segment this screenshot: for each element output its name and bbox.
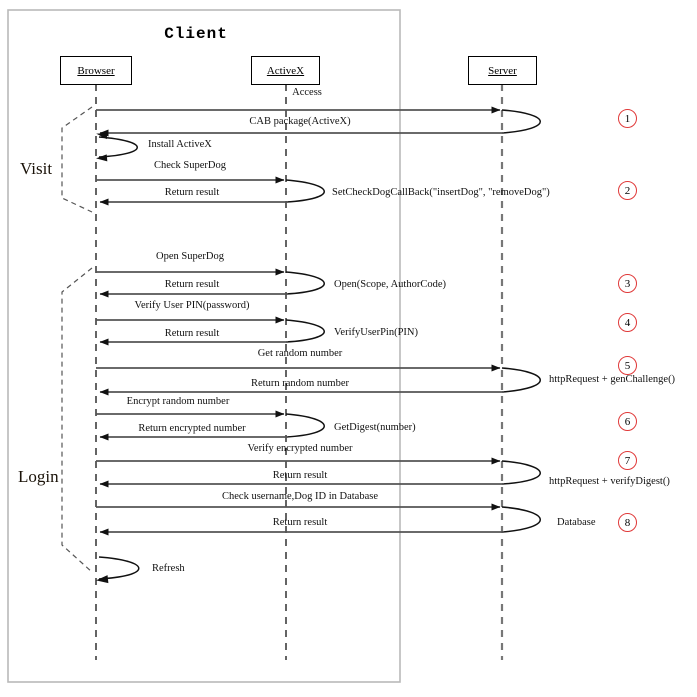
message-label-verify-user-pin: Verify User PIN(password) bbox=[134, 300, 250, 311]
step-badge-3: 3 bbox=[618, 274, 637, 293]
message-label-return-encrypted-number: Return encrypted number bbox=[138, 423, 246, 434]
step-badge-6: 6 bbox=[618, 412, 637, 431]
message-label-get-random-number: Get random number bbox=[257, 348, 343, 359]
callout-verifyuserpin: VerifyUserPin(PIN) bbox=[334, 327, 418, 338]
actor-label-server: Server bbox=[488, 64, 517, 77]
message-label-refresh: Refresh bbox=[152, 563, 185, 574]
message-label-return-result-5: Return result bbox=[272, 517, 328, 528]
message-label-cab-package: CAB package(ActiveX) bbox=[249, 116, 351, 127]
callout-httprequest-genchallenge: httpRequest + genChallenge() bbox=[549, 374, 676, 385]
actor-label-activex: ActiveX bbox=[266, 64, 305, 77]
callout-setcheckdogcallback: SetCheckDogCallBack("insertDog", "remove… bbox=[332, 187, 550, 198]
callout-httprequest-verifydigest: httpRequest + verifyDigest() bbox=[549, 476, 670, 487]
step-badge-4-label: 4 bbox=[624, 316, 631, 329]
message-label-return-result-4: Return result bbox=[272, 470, 328, 481]
step-badge-8-label: 8 bbox=[624, 516, 631, 529]
step-badge-1: 1 bbox=[618, 109, 637, 128]
message-label-return-result-2: Return result bbox=[164, 279, 220, 290]
client-frame bbox=[7, 9, 401, 683]
phase-brace-login bbox=[61, 267, 93, 573]
step-badge-2: 2 bbox=[618, 181, 637, 200]
step-badge-6-label: 6 bbox=[624, 415, 631, 428]
phase-label-visit: Visit bbox=[20, 159, 53, 178]
message-label-open-superdog: Open SuperDog bbox=[156, 251, 224, 262]
phase-label-login: Login bbox=[18, 467, 59, 486]
message-label-verify-encrypted-number: Verify encrypted number bbox=[247, 443, 353, 454]
actor-label-browser: Browser bbox=[77, 64, 115, 77]
actor-box-server[interactable]: Server bbox=[468, 56, 537, 85]
step-badge-4: 4 bbox=[618, 313, 637, 332]
message-label-install-activex: Install ActiveX bbox=[148, 139, 212, 150]
access-label: Access bbox=[292, 87, 322, 98]
message-label-check-superdog: Check SuperDog bbox=[153, 160, 227, 171]
step-badge-8: 8 bbox=[618, 513, 637, 532]
callout-getdigest: GetDigest(number) bbox=[334, 422, 416, 433]
client-frame-title: Client bbox=[164, 25, 228, 43]
callout-database: Database bbox=[557, 517, 596, 528]
actor-box-activex[interactable]: ActiveX bbox=[251, 56, 320, 85]
step-badge-2-label: 2 bbox=[624, 184, 631, 197]
message-label-encrypt-random-number: Encrypt random number bbox=[126, 396, 230, 407]
callout-open-scope-authorcode: Open(Scope, AuthorCode) bbox=[334, 279, 446, 290]
step-badge-5-label: 5 bbox=[624, 359, 631, 372]
step-badge-7-label: 7 bbox=[624, 454, 631, 467]
step-badge-3-label: 3 bbox=[624, 277, 631, 290]
step-badge-5: 5 bbox=[618, 356, 637, 375]
message-label-return-result-1: Return result bbox=[164, 187, 220, 198]
step-badge-1-label: 1 bbox=[624, 112, 631, 125]
phase-brace-visit bbox=[61, 106, 93, 213]
message-label-return-random-number: Return random number bbox=[251, 378, 349, 389]
message-label-check-username-dogid: Check username,Dog ID in Database bbox=[222, 491, 378, 502]
message-label-return-result-3: Return result bbox=[164, 328, 220, 339]
actor-box-browser[interactable]: Browser bbox=[60, 56, 132, 85]
step-badge-7: 7 bbox=[618, 451, 637, 470]
